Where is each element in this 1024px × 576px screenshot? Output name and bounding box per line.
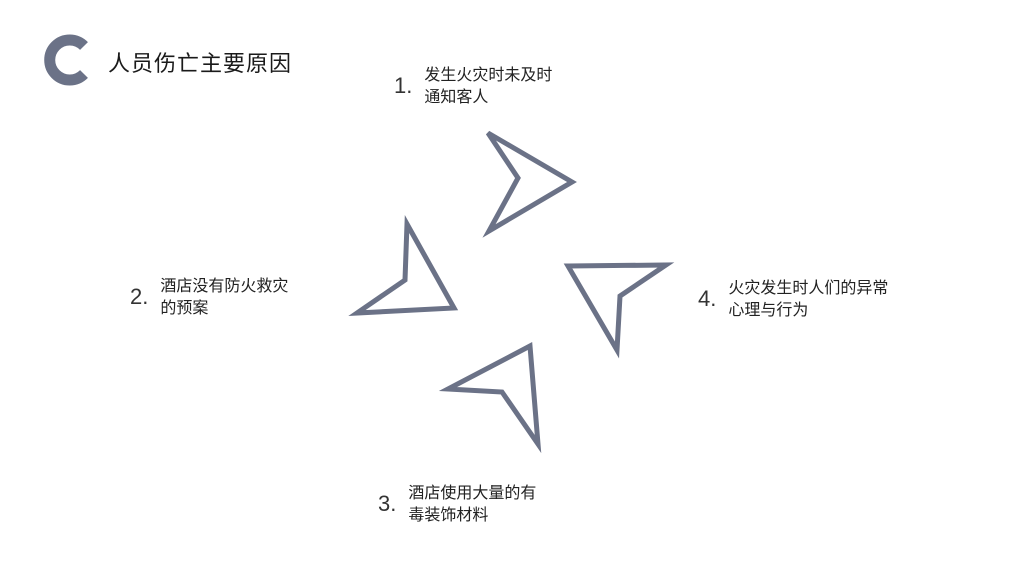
list-item-4: 4. 火灾发生时人们的异常 心理与行为 xyxy=(698,277,888,321)
logo-c-icon xyxy=(44,34,88,86)
item-text: 酒店使用大量的有 毒装饰材料 xyxy=(408,483,537,524)
item-text: 火灾发生时人们的异常 心理与行为 xyxy=(728,278,889,319)
item-number: 4. xyxy=(698,286,717,311)
arrow-up-right-icon xyxy=(482,130,577,238)
list-item-3: 3. 酒店使用大量的有 毒装饰材料 xyxy=(378,482,536,526)
list-item-1: 1. 发生火灾时未及时 通知客人 xyxy=(394,64,552,108)
item-number: 3. xyxy=(378,491,397,516)
item-number: 1. xyxy=(394,73,413,98)
item-text: 酒店没有防火救灾 的预案 xyxy=(160,276,289,317)
item-text: 发生火灾时未及时 通知客人 xyxy=(424,65,553,106)
arrow-down-left-icon xyxy=(438,342,542,454)
item-number: 2. xyxy=(130,284,149,309)
arrow-down-right-icon xyxy=(563,262,675,359)
arrow-up-left-icon xyxy=(348,214,459,316)
list-item-2: 2. 酒店没有防火救灾 的预案 xyxy=(130,275,288,319)
page-title: 人员伤亡主要原因 xyxy=(108,52,293,77)
